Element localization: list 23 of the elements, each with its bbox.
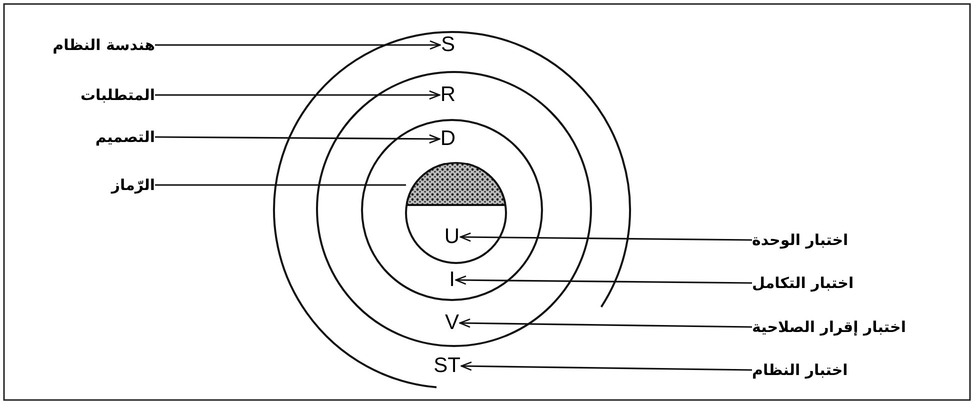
level-label: اختبار إقرار الصلاحية — [752, 316, 906, 338]
level-letter: V — [444, 312, 460, 334]
level-label: اختبار الوحدة — [752, 229, 848, 251]
level-label: اختبار النظام — [752, 359, 848, 381]
arrow — [155, 134, 440, 144]
level-label: التصميم — [95, 126, 155, 148]
arrow — [460, 232, 752, 242]
level-label: الرّماز — [111, 174, 155, 196]
arrow — [155, 90, 440, 100]
arrow — [460, 361, 752, 371]
level-letter: I — [448, 269, 456, 291]
level-letter: S — [440, 34, 456, 56]
level-letter: U — [443, 226, 461, 248]
arrow — [459, 318, 752, 328]
level-label: اختبار التكامل — [752, 272, 854, 294]
level-letter: ST — [432, 355, 462, 377]
level-label: هندسة النظام — [52, 34, 155, 56]
level-letter: D — [439, 128, 457, 150]
leader-line — [155, 184, 406, 186]
arrow — [455, 275, 752, 285]
arrow — [155, 40, 441, 50]
level-letter: R — [439, 84, 457, 106]
level-label: المتطلبات — [80, 84, 155, 106]
